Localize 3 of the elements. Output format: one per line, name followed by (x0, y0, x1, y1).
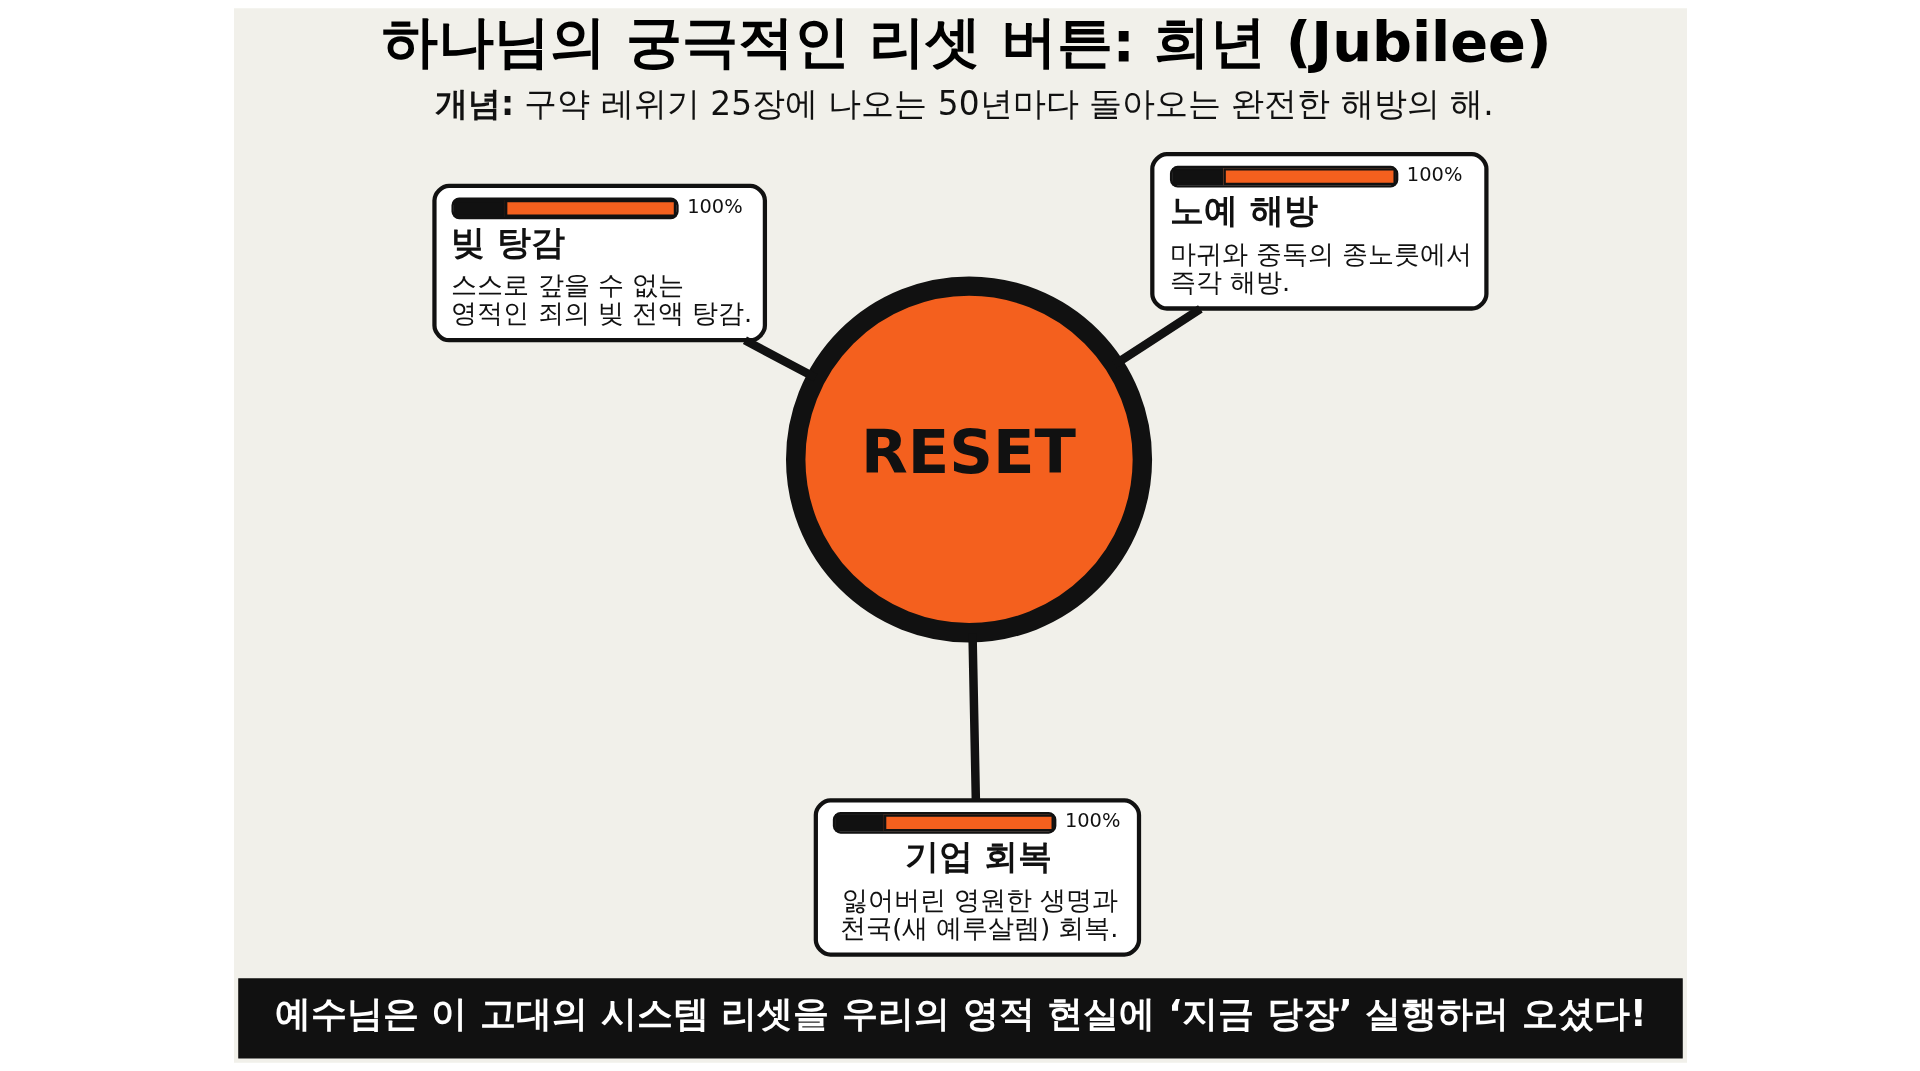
label: 개념: 구약 레위기 25장에 나오는 50년마다 돌아오는 완전한 해방의 해. (434, 84, 1494, 123)
caption: 예수님은 이 고대의 시스템 리셋을 우리의 영적 현실에 ‘지금 당장’ 실행하러 오셨다! (274, 992, 1647, 1036)
diagram-title: 하나님의 궁극적인 리셋 버튼: 희년 (Jubilee) (381, 9, 1552, 75)
